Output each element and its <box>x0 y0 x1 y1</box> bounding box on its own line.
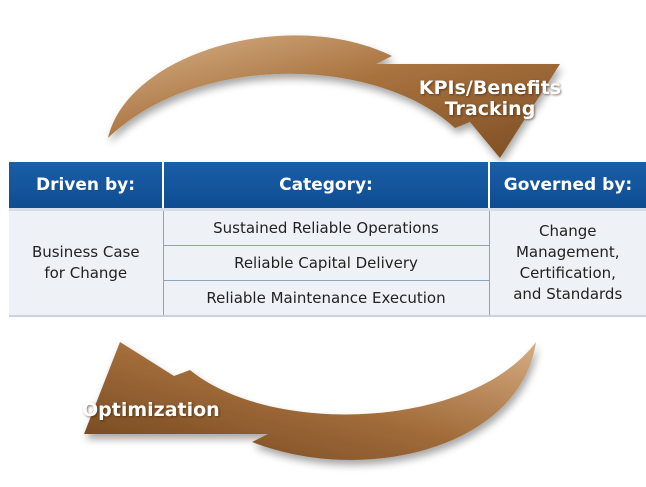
governed-by-line: and Standards <box>513 285 623 303</box>
governed-by-line: Management, <box>515 243 620 261</box>
governed-by-cell: Change Management, Certification, and St… <box>489 209 646 316</box>
category-table: Driven by: Category: Governed by: Busine… <box>9 162 646 317</box>
kpi-benefits-tracking-label: KPIs/Benefits Tracking <box>405 78 575 120</box>
category-cell-capital-delivery: Reliable Capital Delivery <box>162 245 490 281</box>
bottom-cycle-arrow <box>84 342 536 460</box>
table-row: Reliable Capital Delivery <box>9 245 646 281</box>
category-header: Category: <box>163 162 490 211</box>
governed-by-line: Certification, <box>519 264 616 282</box>
governed-by-header: Governed by: <box>489 162 646 211</box>
optimization-label: Optimization <box>82 399 220 421</box>
driven-by-cell: Business Case for Change <box>9 209 163 316</box>
category-cell-maintenance-execution: Reliable Maintenance Execution <box>162 280 490 316</box>
governed-by-line: Change <box>539 222 597 240</box>
driven-by-header: Driven by: <box>9 162 164 211</box>
table-row: Business Case for Change Sustained Relia… <box>9 209 646 316</box>
top-cycle-arrow <box>108 35 560 158</box>
header-row: Driven by: Category: Governed by: <box>9 162 646 211</box>
table-row: Reliable Maintenance Execution <box>9 280 646 316</box>
driven-by-line: Business Case <box>31 243 140 261</box>
driven-by-line: for Change <box>44 264 128 282</box>
kpi-label-line2: Tracking <box>444 98 536 120</box>
kpi-label-line1: KPIs/Benefits <box>418 77 562 99</box>
category-cell-sustained-operations: Sustained Reliable Operations <box>162 209 490 246</box>
